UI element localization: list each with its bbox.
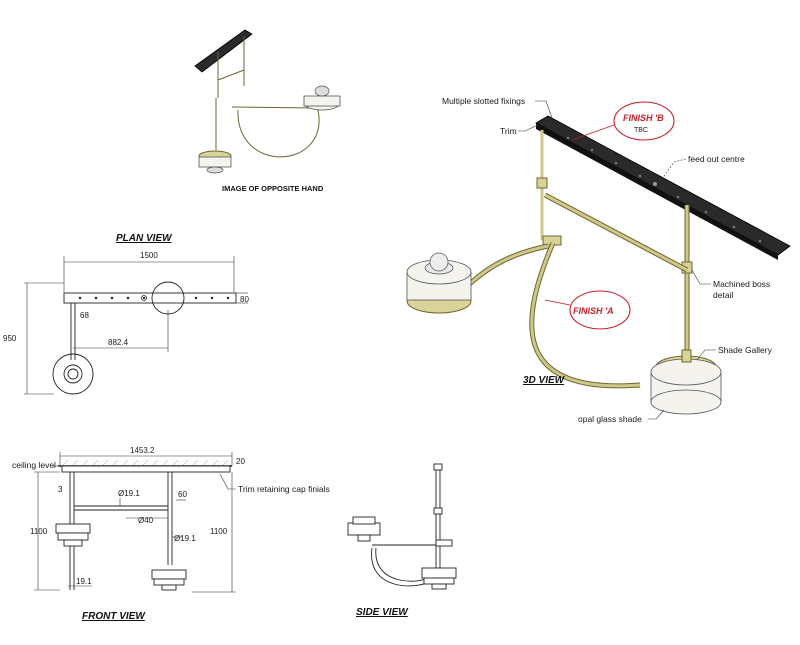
front-view: 1453.2 20 ceiling level 3 Trim retaining… (12, 446, 330, 622)
plan-span-dim: 882.4 (108, 338, 129, 347)
three-d-view: FINISH 'B TBC FINISH 'A Multiple slotted… (406, 96, 791, 424)
plan-offset-dim: 68 (80, 311, 89, 320)
fixings-callout: Multiple slotted fixings (442, 96, 525, 106)
feed-callout: feed out centre (688, 154, 745, 164)
front-left-dim: 3 (58, 485, 63, 494)
finials-callout: Trim retaining cap finials (238, 484, 330, 494)
plan-view: PLAN VIEW 1500 80 68 882.4 950 (3, 233, 249, 395)
front-dia3-dim: Ø19.1 (174, 534, 196, 543)
finish-b-label: FINISH 'B (623, 113, 664, 123)
plan-width-dim: 1500 (140, 251, 158, 260)
front-width-dim: 1453.2 (130, 446, 155, 455)
boss-callout-line1: Machined boss (713, 279, 770, 289)
ceiling-callout: ceiling level (12, 460, 56, 470)
glass-callout: opal glass shade (578, 414, 642, 424)
front-rod-dim: 19.1 (76, 577, 92, 586)
front-drop-left-dim: 1100 (30, 527, 48, 536)
plan-view-title: PLAN VIEW (116, 233, 173, 244)
front-top-dim: 20 (236, 457, 245, 466)
trim-callout: Trim (500, 126, 517, 136)
front-cap-dim: 60 (178, 490, 187, 499)
front-dia2-dim: Ø40 (138, 516, 154, 525)
finish-a-label: FINISH 'A (573, 306, 614, 316)
finish-b-note: TBC (634, 127, 648, 134)
gallery-callout: Shade Gallery (718, 345, 773, 355)
opposite-hand-caption: IMAGE OF OPPOSITE HAND (222, 184, 324, 193)
front-dia1-dim: Ø19.1 (118, 489, 140, 498)
three-d-view-title: 3D VIEW (523, 375, 566, 386)
plan-depth-dim: 80 (240, 295, 249, 304)
side-view: SIDE VIEW (347, 463, 457, 618)
front-drop-right-dim: 1100 (210, 527, 228, 536)
boss-callout-line2: detail (713, 290, 733, 300)
plan-height-dim: 950 (3, 334, 17, 343)
front-view-title: FRONT VIEW (82, 611, 146, 622)
opposite-hand-render: IMAGE OF OPPOSITE HAND (194, 29, 341, 193)
side-view-title: SIDE VIEW (356, 607, 409, 618)
